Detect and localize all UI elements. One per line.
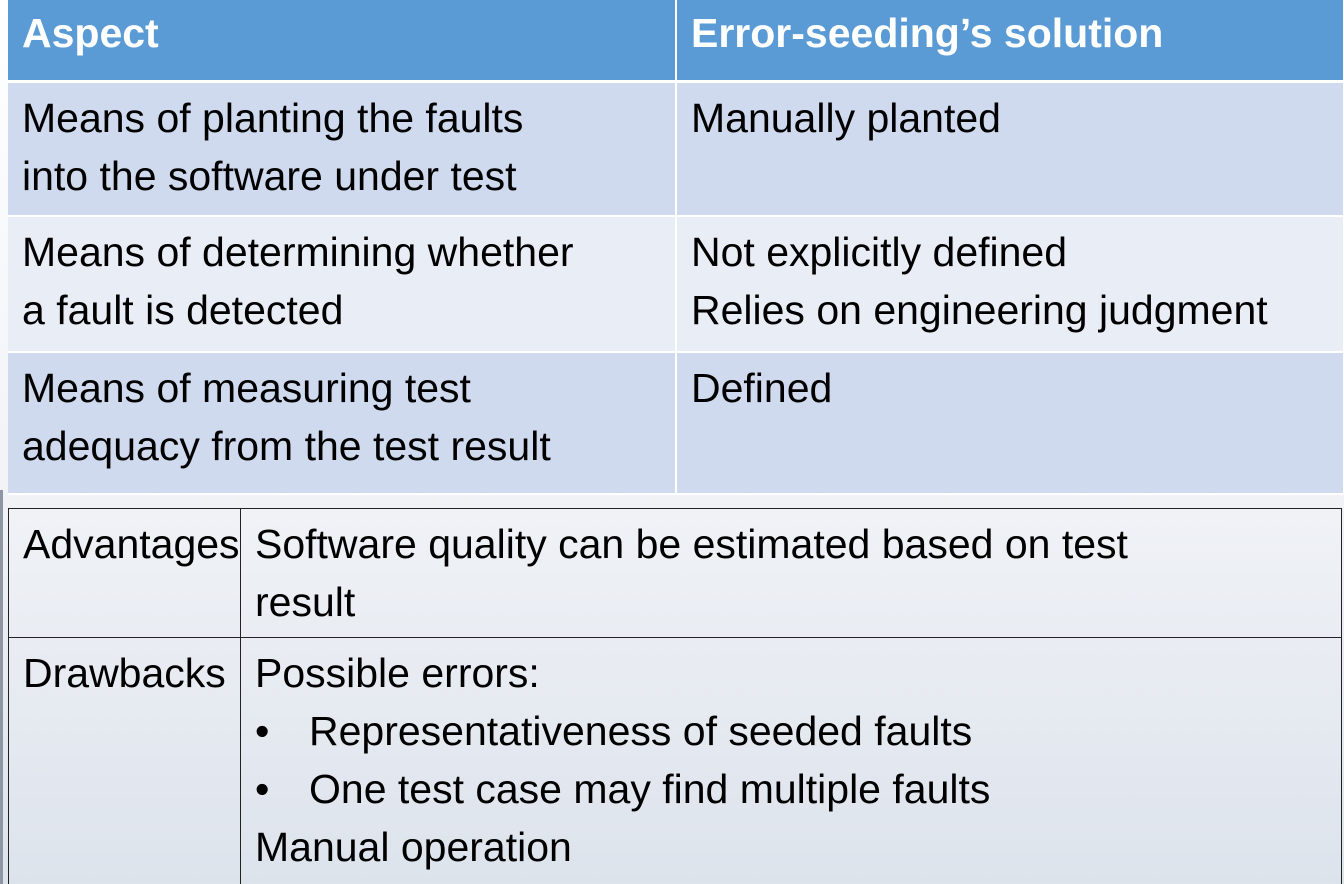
bullet-icon: • [255, 708, 270, 754]
solution-line: Manually planted [691, 95, 1001, 141]
header-aspect: Aspect [8, 0, 677, 83]
drawbacks-outro: Manual operation [255, 824, 572, 870]
drawbacks-content: Possible errors: • Representativeness of… [240, 637, 1342, 884]
solution-cell: Manually planted [676, 81, 1344, 217]
drawbacks-label: Drawbacks [8, 637, 241, 884]
advantages-label: Advantages [8, 508, 241, 638]
solution-line: Relies on engineering judgment [691, 287, 1268, 333]
bullet-text: One test case may find multiple faults [309, 766, 991, 812]
aspect-line: adequacy from the test result [22, 423, 551, 469]
table-header-row: Aspect Error-seeding’s solution [8, 0, 1344, 83]
aspect-cell: Means of planting the faults into the so… [8, 81, 677, 217]
advantages-line: result [255, 579, 356, 625]
slide-left-edge-line [0, 490, 3, 884]
drawbacks-row: Drawbacks Possible errors: • Representat… [8, 637, 1342, 884]
solution-line: Defined [691, 365, 833, 411]
advantages-line: Software quality can be estimated based … [255, 521, 1128, 567]
solution-line: Not explicitly defined [691, 229, 1068, 275]
solution-cell: Not explicitly defined Relies on enginee… [676, 216, 1344, 353]
aspect-line: Means of measuring test [22, 365, 471, 411]
header-solution: Error-seeding’s solution [676, 0, 1344, 83]
aspect-cell: Means of measuring test adequacy from th… [8, 352, 677, 495]
drawbacks-intro: Possible errors: [255, 650, 540, 696]
aspect-line: Means of determining whether [22, 229, 574, 275]
advantages-content: Software quality can be estimated based … [240, 508, 1342, 638]
aspect-line: into the software under test [22, 153, 517, 199]
aspect-comparison-table: Aspect Error-seeding’s solution Means of… [8, 0, 1344, 495]
bullet-icon: • [255, 766, 270, 812]
table-row: Means of determining whether a fault is … [8, 216, 1344, 353]
drawbacks-bullet-list: • Representativeness of seeded faults • … [255, 702, 1327, 818]
table-row: Means of measuring test adequacy from th… [8, 352, 1344, 495]
aspect-line: Means of planting the faults [22, 95, 524, 141]
advantages-drawbacks-table: Advantages Software quality can be estim… [8, 508, 1342, 884]
aspect-cell: Means of determining whether a fault is … [8, 216, 677, 353]
advantages-row: Advantages Software quality can be estim… [8, 508, 1342, 638]
table-row: Means of planting the faults into the so… [8, 81, 1344, 217]
list-item: • Representativeness of seeded faults [255, 702, 1327, 760]
list-item: • One test case may find multiple faults [255, 760, 1327, 818]
solution-cell: Defined [676, 352, 1344, 495]
aspect-line: a fault is detected [22, 287, 344, 333]
bullet-text: Representativeness of seeded faults [309, 708, 973, 754]
